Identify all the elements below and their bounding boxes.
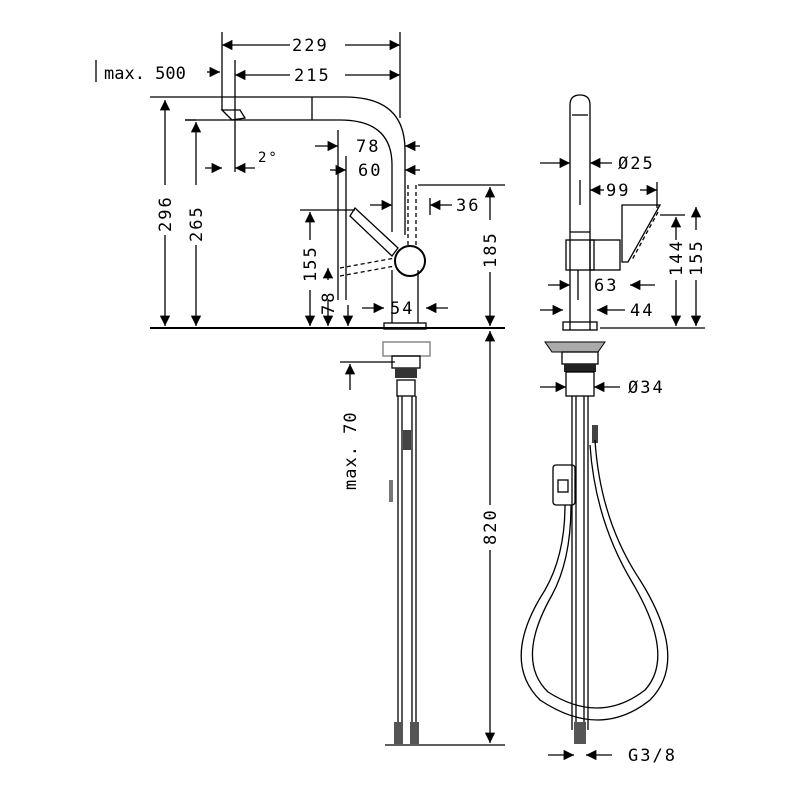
dim-54: 54 (390, 299, 414, 319)
side-view-faucet (520, 94, 705, 744)
dim-215: 215 (294, 66, 331, 86)
side-view-dimensions: Ø25 99 63 44 144 155 Ø34 G3/8 (540, 154, 707, 766)
dim-820: 820 (481, 508, 501, 545)
lever-hub (394, 245, 426, 277)
dim-36: 36 (456, 196, 480, 216)
dim-angle-2: 2° (258, 150, 279, 166)
dim-185: 185 (481, 231, 501, 268)
dim-155-side: 155 (687, 239, 707, 276)
dim-max-500: max. 500 (104, 64, 186, 84)
side-lever (621, 204, 662, 263)
dim-296: 296 (156, 195, 176, 232)
dim-dia-25: Ø25 (618, 154, 655, 174)
hose-weight (552, 464, 576, 506)
dim-78-lever: 78 (319, 291, 339, 315)
front-view-faucet (150, 96, 505, 746)
dim-78-top: 78 (356, 137, 380, 157)
dim-60: 60 (358, 161, 382, 181)
dim-63: 63 (594, 276, 618, 296)
spray-head (220, 109, 247, 121)
dim-44: 44 (630, 301, 654, 321)
lever (349, 206, 399, 257)
dim-155: 155 (301, 245, 321, 282)
spout-inner (185, 119, 393, 232)
dim-144: 144 (667, 239, 687, 276)
side-column (569, 94, 591, 330)
hose-loop-outer (520, 439, 669, 721)
dim-99: 99 (606, 181, 630, 201)
dim-thread-g38: G3/8 (628, 746, 677, 766)
front-view-dimensions: 229 215 max. 500 2° 296 265 78 60 36 (95, 32, 501, 743)
spout-outer (150, 96, 406, 235)
dim-dia-34: Ø34 (628, 378, 665, 398)
dim-265: 265 (187, 205, 207, 242)
dim-229: 229 (292, 36, 329, 56)
dim-max-70: max. 70 (341, 411, 361, 490)
